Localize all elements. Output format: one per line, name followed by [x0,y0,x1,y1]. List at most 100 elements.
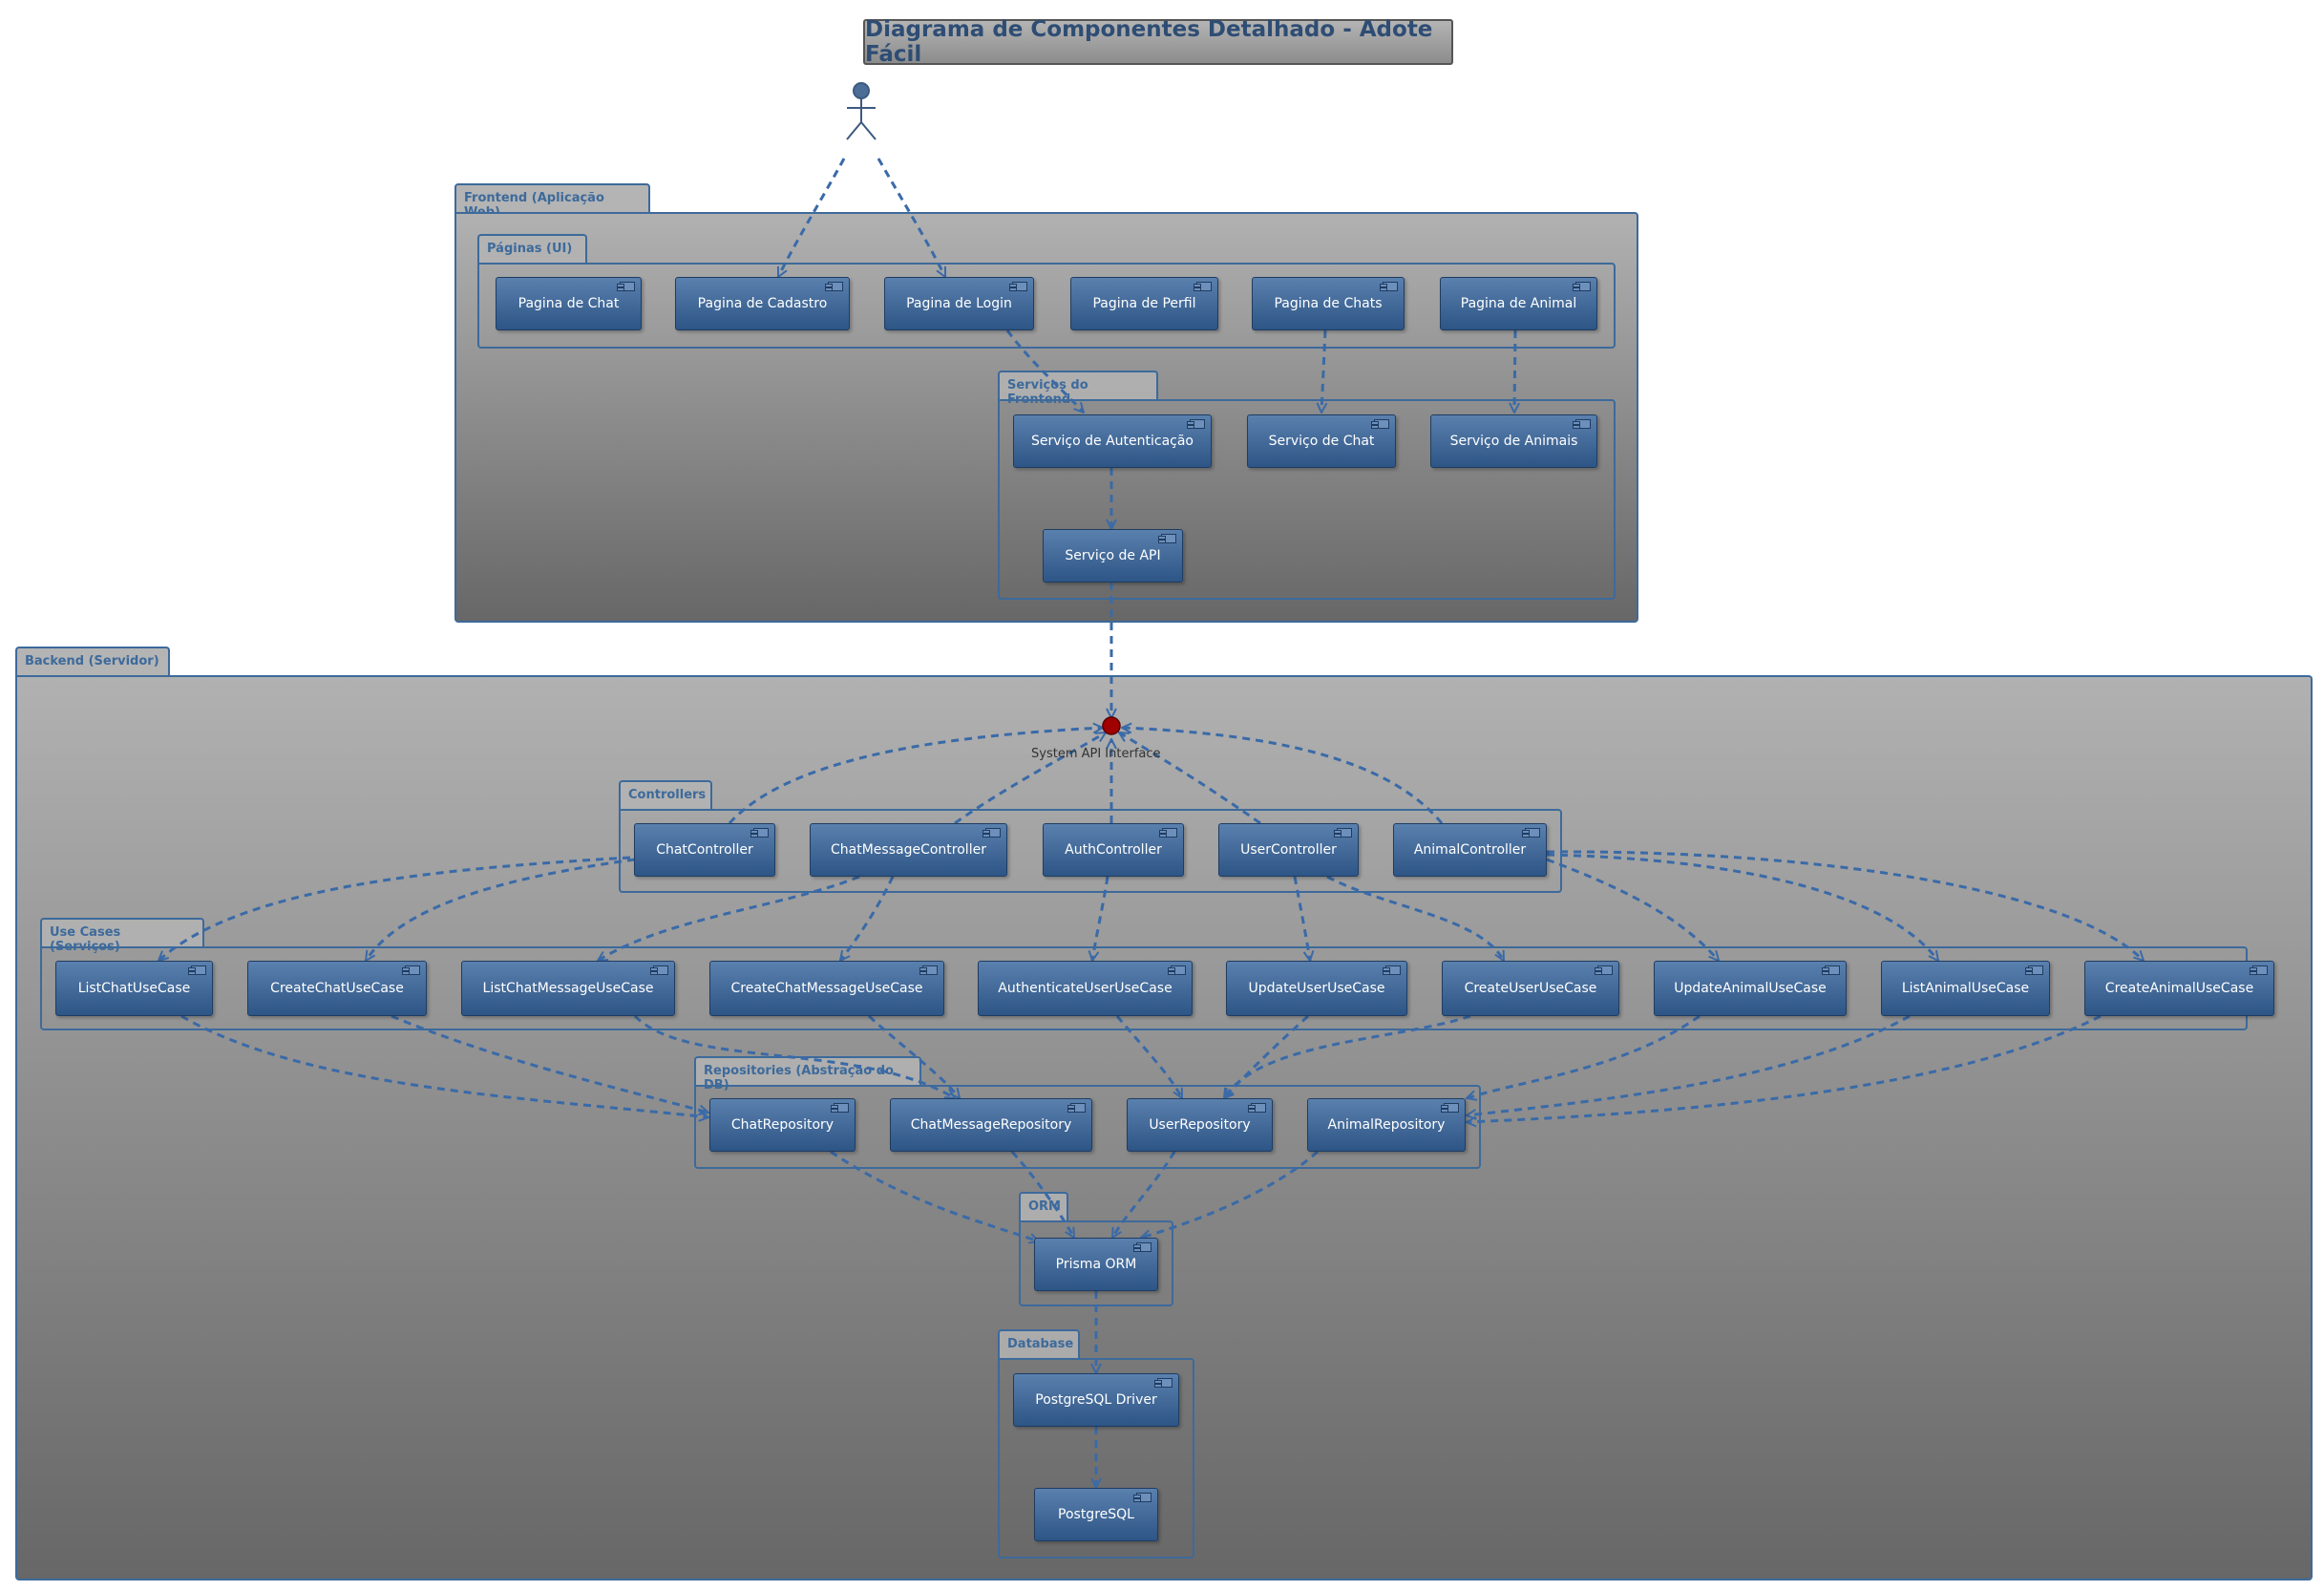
component-label: Pagina de Animal [1460,296,1577,311]
component-icon [1133,1493,1151,1502]
edge-authctrl-authuc [1092,876,1109,961]
component-icon [1371,419,1389,429]
component-create-user-use-case[interactable]: CreateUserUseCase [1442,961,1619,1016]
component-label: ListChatMessageUseCase [482,981,654,996]
component-icon [1441,1103,1459,1113]
component-icon [919,965,938,975]
component-animal-controller[interactable]: AnimalController [1393,823,1547,877]
edge-chats-chatsvc [1321,329,1325,413]
component-label: ListChatUseCase [77,981,191,996]
edge-animal-animaissvc [1514,329,1515,413]
edge-chatctrl-listchat [158,856,631,961]
edge-listanimal-animalrepo [1467,1014,1911,1115]
component-pagina-de-animal[interactable]: Pagina de Animal [1440,277,1597,330]
component-icon [1133,1242,1151,1252]
component-chat-message-controller[interactable]: ChatMessageController [810,823,1007,877]
edge-userctrl-createuser [1326,875,1506,961]
component-icon [1822,965,1840,975]
component-icon [1573,282,1591,291]
component-label: PostgreSQL Driver [1035,1392,1157,1408]
component-label: UpdateUserUseCase [1248,981,1385,996]
component-postgresql-driver[interactable]: PostgreSQL Driver [1013,1373,1179,1427]
component-create-chat-message-use-case[interactable]: CreateChatMessageUseCase [709,961,944,1016]
component-label: CreateAnimalUseCase [2104,981,2254,996]
component-label: UserController [1240,842,1337,858]
component-update-animal-use-case[interactable]: UpdateAnimalUseCase [1654,961,1847,1016]
edge-chatmsgctrl-createmsg [840,876,895,961]
edge-listchat-chatrepo [180,1014,708,1117]
component-user-repository[interactable]: UserRepository [1127,1098,1273,1152]
component-label: CreateUserUseCase [1464,981,1597,996]
package-tab-controllers: Controllers [619,780,712,811]
component-icon [1168,965,1186,975]
component-icon [1159,828,1177,838]
component-list-chat-use-case[interactable]: ListChatUseCase [55,961,213,1016]
component-prisma-orm[interactable]: Prisma ORM [1034,1238,1158,1291]
edge-animalctrl-updateanimal [1546,858,1719,961]
edge-chatctrl-interface [728,728,1103,825]
component-create-chat-use-case[interactable]: CreateChatUseCase [247,961,427,1016]
component-chat-controller[interactable]: ChatController [634,823,775,877]
component-label: Serviço de API [1065,548,1161,563]
component-label: Serviço de Autenticação [1030,434,1194,449]
edge-actor-login [877,158,947,277]
component-pagina-de-cadastro[interactable]: Pagina de Cadastro [675,277,850,330]
component-pagina-de-chats[interactable]: Pagina de Chats [1252,277,1405,330]
edge-animalrepo-prisma [1141,1150,1319,1238]
edge-createmsg-chatmsgrepo [867,1014,960,1098]
component-label: CreateChatMessageUseCase [730,981,923,996]
system-api-interface-label: System API Interface [1031,747,1161,761]
component-pagina-de-perfil[interactable]: Pagina de Perfil [1070,277,1218,330]
component-authenticate-user-use-case[interactable]: AuthenticateUserUseCase [978,961,1193,1016]
package-tab-pages: Páginas (UI) [477,234,587,265]
edge-createanimal-animalrepo [1467,1014,2102,1122]
component-create-animal-use-case[interactable]: CreateAnimalUseCase [2084,961,2274,1016]
component-label: ChatMessageRepository [910,1117,1072,1133]
edge-chatctrl-createchat [364,858,636,961]
component-label: AnimalController [1413,842,1527,858]
edge-actor-cadastro [776,158,846,277]
component-postgresql[interactable]: PostgreSQL [1034,1488,1158,1541]
edge-updateuser-userrepo [1224,1014,1310,1098]
component-label: AnimalRepository [1327,1117,1446,1133]
component-animal-repository[interactable]: AnimalRepository [1307,1098,1466,1152]
component-icon [1595,965,1613,975]
edge-listmsg-chatmsgrepo [633,1014,955,1100]
component-icon [1009,282,1027,291]
component-icon [1154,1378,1173,1388]
component-label: ChatRepository [730,1117,835,1133]
component-servico-de-chat[interactable]: Serviço de Chat [1247,414,1396,468]
component-servico-de-api[interactable]: Serviço de API [1043,529,1183,583]
edge-chatrepo-prisma [830,1150,1039,1241]
component-chat-message-repository[interactable]: ChatMessageRepository [890,1098,1092,1152]
component-label: Pagina de Chat [518,296,620,311]
component-pagina-de-login[interactable]: Pagina de Login [884,277,1034,330]
component-icon [1187,419,1205,429]
component-icon [617,282,635,291]
component-icon [831,1103,849,1113]
component-label: AuthController [1065,842,1162,858]
component-chat-repository[interactable]: ChatRepository [709,1098,856,1152]
component-list-animal-use-case[interactable]: ListAnimalUseCase [1881,961,2050,1016]
package-tab-database: Database [998,1329,1080,1360]
component-list-chat-message-use-case[interactable]: ListChatMessageUseCase [461,961,675,1016]
component-icon [1194,282,1212,291]
component-label: UserRepository [1149,1117,1251,1133]
component-icon [1573,419,1591,429]
component-auth-controller[interactable]: AuthController [1043,823,1184,877]
component-icon [1248,1103,1266,1113]
component-label: ListAnimalUseCase [1901,981,2030,996]
package-tab-backend: Backend (Servidor) [15,647,170,677]
component-pagina-de-chat[interactable]: Pagina de Chat [496,277,642,330]
component-icon [825,282,843,291]
component-servico-de-autenticacao[interactable]: Serviço de Autenticação [1013,414,1212,468]
component-label: Pagina de Login [906,296,1012,311]
component-update-user-use-case[interactable]: UpdateUserUseCase [1226,961,1407,1016]
component-label: Pagina de Cadastro [697,296,828,311]
component-icon [750,828,769,838]
diagram-title: Diagrama de Componentes Detalhado - Adot… [863,17,1453,67]
component-user-controller[interactable]: UserController [1218,823,1359,877]
component-icon [1380,282,1398,291]
component-icon [402,965,420,975]
component-servico-de-animais[interactable]: Serviço de Animais [1430,414,1597,468]
